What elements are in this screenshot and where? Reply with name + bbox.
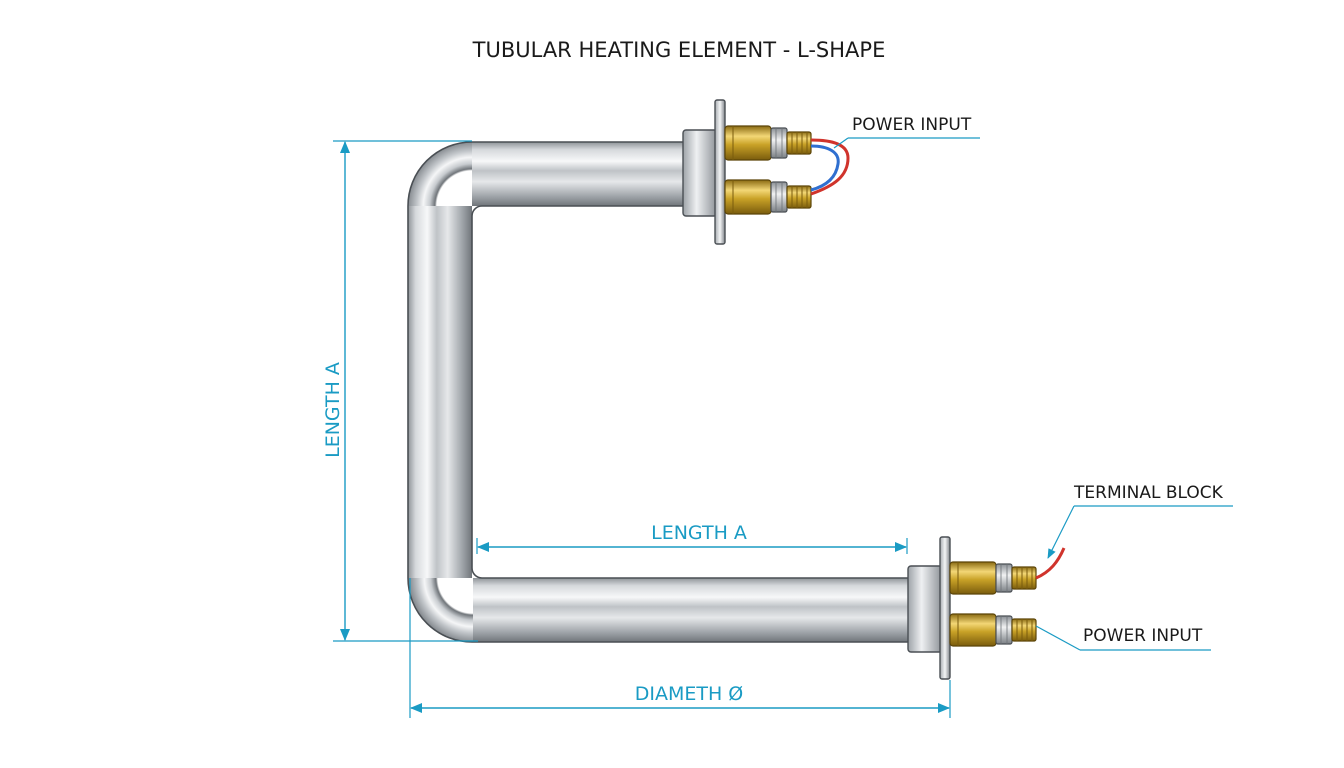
callout-bottom-power-input: POWER INPUT — [1035, 625, 1211, 651]
bottom-fitting — [907, 536, 1066, 680]
bottom-flange — [907, 565, 943, 653]
heating-tube — [407, 141, 910, 643]
top-mounting-plate — [714, 99, 726, 245]
top-wire-blue — [810, 144, 840, 192]
tube-elbow-bottom — [408, 578, 473, 643]
top-flange — [682, 129, 718, 217]
horizontal-dimension-label: LENGTH A — [651, 522, 747, 544]
callout-top-power-input-label: POWER INPUT — [852, 115, 972, 135]
top-terminal-upper — [724, 125, 812, 161]
callout-terminal-block: TERMINAL BLOCK — [1047, 483, 1233, 559]
tube-elbow-top — [408, 142, 472, 206]
bottom-wire-red — [1035, 547, 1066, 580]
top-terminal-lower — [724, 179, 812, 215]
bottom-terminal-lower — [949, 613, 1037, 647]
vertical-dimension: LENGTH A — [322, 140, 478, 642]
tube-bottom-leg — [473, 578, 910, 642]
diameter-dimension: DIAMETH Ø — [409, 578, 951, 718]
tube-top-leg — [472, 142, 684, 206]
vertical-dimension-label: LENGTH A — [322, 362, 344, 458]
bottom-terminal-upper — [949, 561, 1037, 595]
horizontal-dimension: LENGTH A — [476, 522, 908, 554]
top-fitting — [682, 99, 850, 245]
diameter-dimension-label: DIAMETH Ø — [635, 683, 744, 705]
callout-top-power-input: POWER INPUT — [833, 115, 980, 149]
top-wire-red — [810, 138, 850, 196]
diagram-title: TUBULAR HEATING ELEMENT - L-SHAPE — [472, 38, 886, 62]
tube-vertical-leg — [408, 206, 472, 578]
callout-bottom-power-input-label: POWER INPUT — [1083, 626, 1203, 646]
callout-terminal-block-label: TERMINAL BLOCK — [1073, 483, 1224, 503]
bottom-mounting-plate — [939, 536, 951, 680]
